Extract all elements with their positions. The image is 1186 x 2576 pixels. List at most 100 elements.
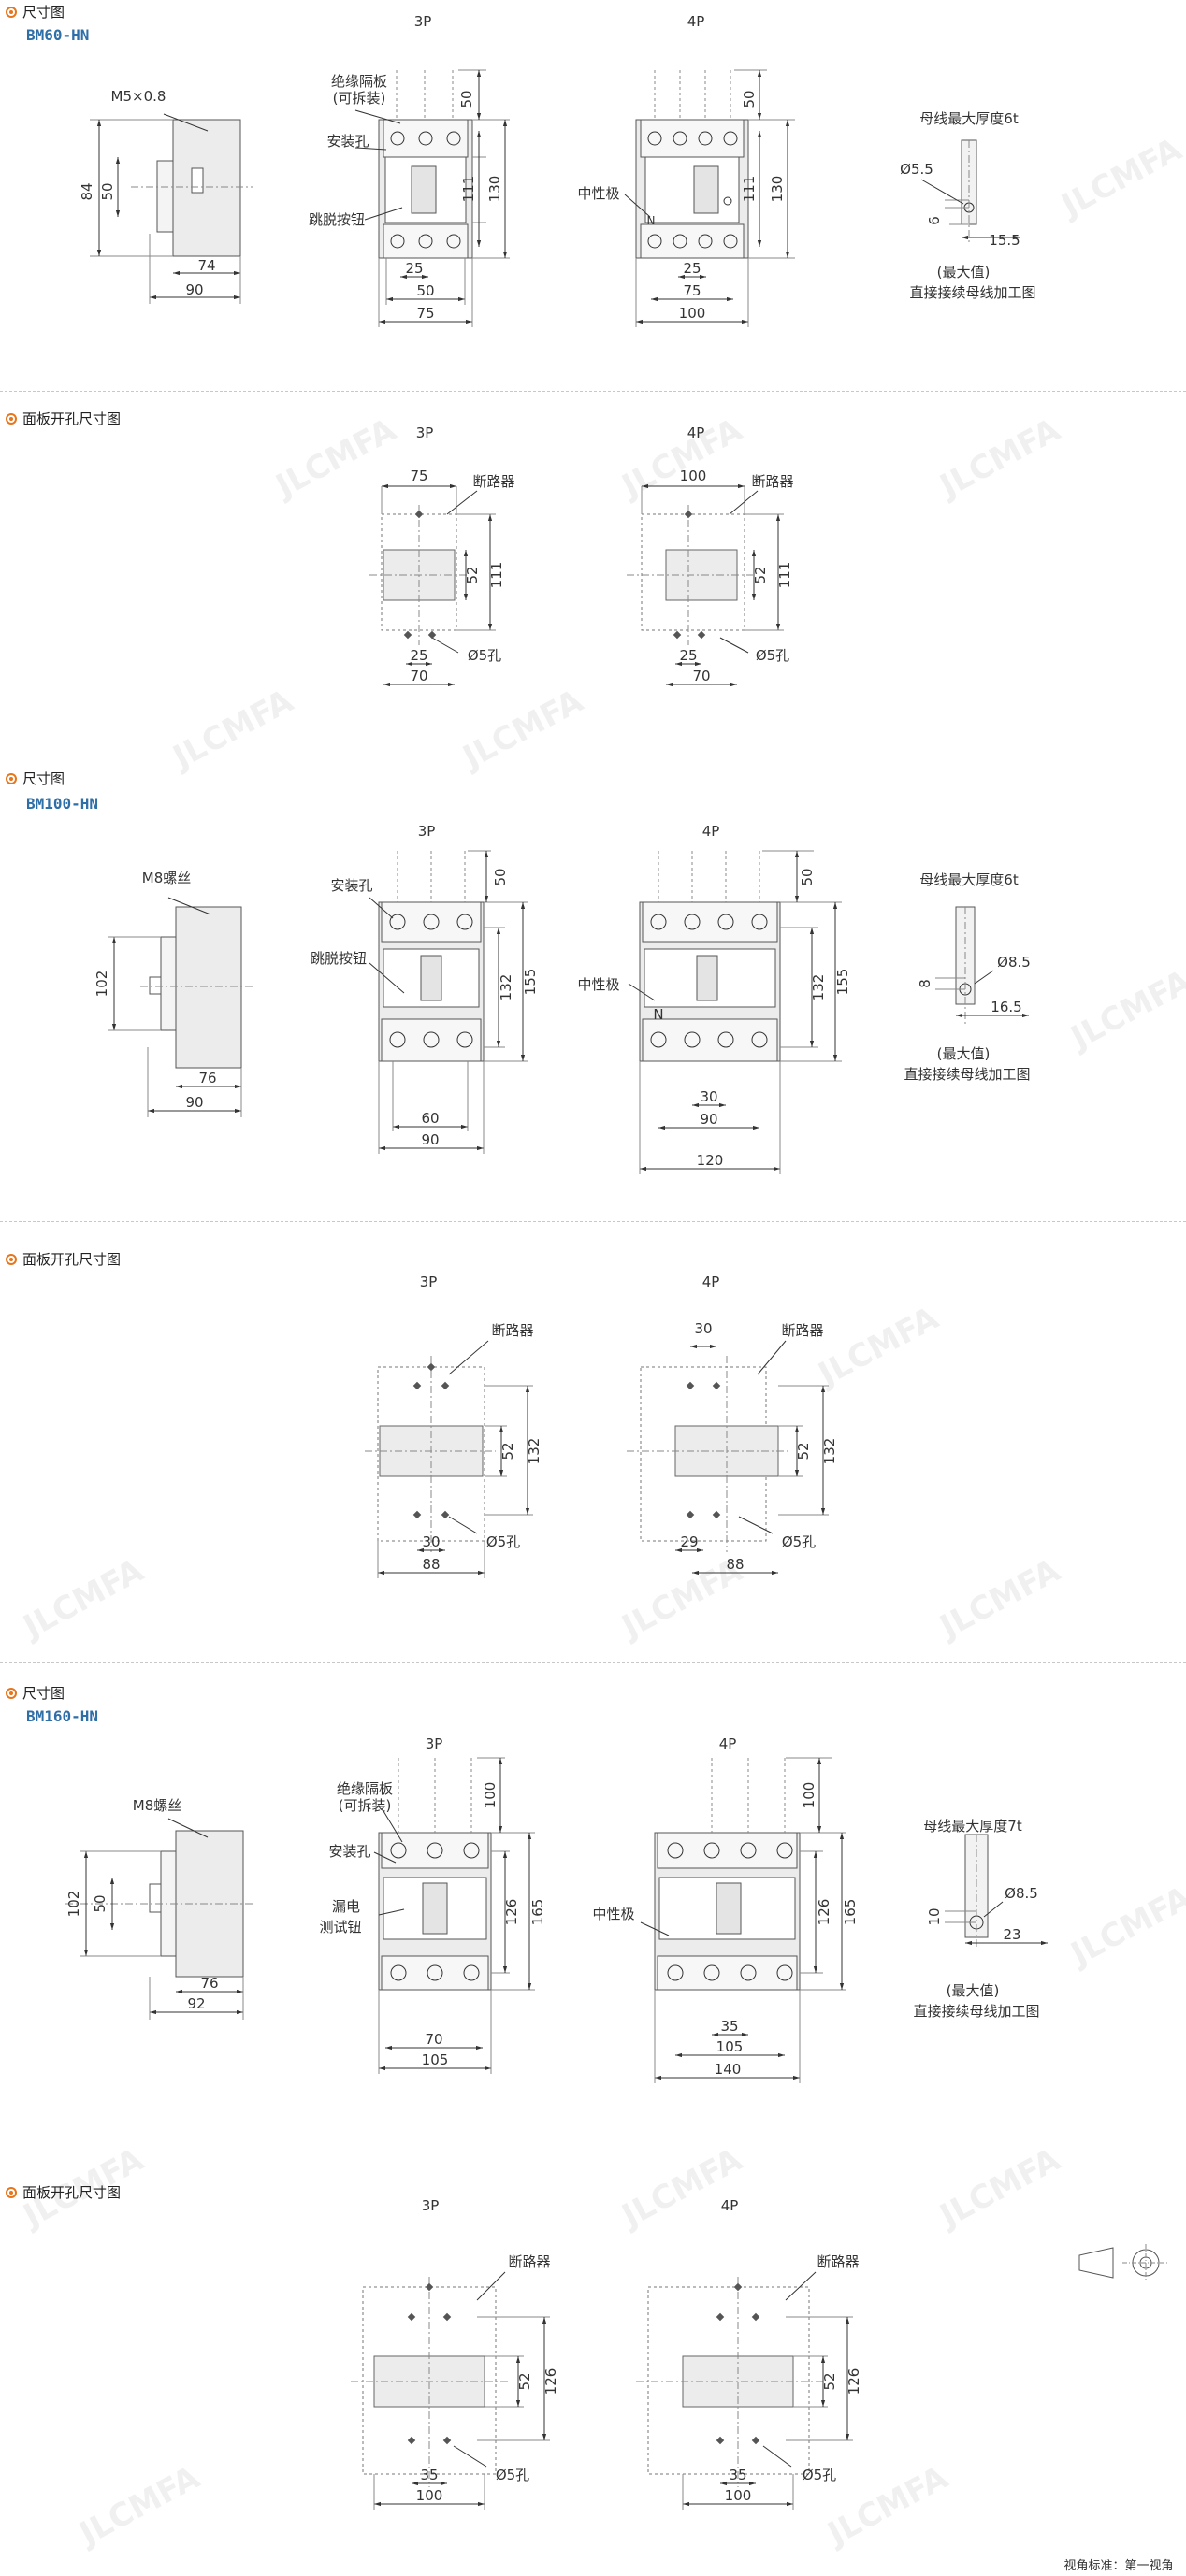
dim-height-155: 155 <box>522 969 539 996</box>
dim-width-92: 92 <box>187 1995 205 2012</box>
dim-height-102: 102 <box>65 1891 82 1918</box>
label-leakage: 漏电 <box>332 1898 360 1915</box>
dim-height-111: 111 <box>488 562 505 589</box>
dim-width-23: 23 <box>1003 1926 1020 1943</box>
dim-top-50: 50 <box>799 868 816 885</box>
label-3p: 3P <box>422 2197 440 2214</box>
dim-height-111: 111 <box>460 176 477 203</box>
dim-height-132: 132 <box>498 974 514 1001</box>
label-max-value: (最大值) <box>937 1045 991 1062</box>
label-neutral-pole: 中性极 <box>577 185 619 202</box>
dim-offset-29: 29 <box>680 1533 698 1550</box>
dim-pitch-35: 35 <box>720 2018 738 2035</box>
dim-width-74: 74 <box>197 257 215 274</box>
bm160-panel-cutout-drawings: 3P 4P 断路器 52 126 35 Ø5孔 100 断路器 52 126 3… <box>351 2197 1174 2573</box>
dim-top-100: 100 <box>482 1782 499 1809</box>
thread-spec: M5×0.8 <box>111 88 166 105</box>
label-3p: 3P <box>418 823 436 840</box>
label-breaker: 断路器 <box>781 1322 823 1339</box>
label-hole-5: Ø5孔 <box>468 647 501 664</box>
label-4p: 4P <box>687 425 705 441</box>
label-max-value: (最大值) <box>947 1982 1000 1999</box>
dim-height-84: 84 <box>79 182 95 200</box>
label-breaker: 断路器 <box>508 2253 550 2270</box>
dim-width-120: 120 <box>697 1152 724 1169</box>
dim-pitch-25: 25 <box>410 647 427 664</box>
dim-height-132: 132 <box>810 974 827 1001</box>
label-4p: 4P <box>721 2197 739 2214</box>
section-heading-panel-cutout-bm100: 面板开孔尺寸图 <box>6 1249 121 1269</box>
label-busbar-thickness: 母线最大厚度7t <box>923 1818 1022 1835</box>
dim-height-126: 126 <box>503 1899 520 1926</box>
label-busbar-process: 直接接续母线加工图 <box>913 2003 1039 2020</box>
bullet-icon <box>6 772 17 784</box>
label-mounting-hole: 安装孔 <box>326 133 369 150</box>
label-n: N <box>647 214 656 227</box>
dim-pitch-35: 35 <box>420 2467 438 2483</box>
label-neutral-pole: 中性极 <box>592 1906 634 1922</box>
label-neutral-pole: 中性极 <box>577 976 619 993</box>
dim-height-52: 52 <box>752 566 769 583</box>
section-heading-panel-cutout-bm60: 面板开孔尺寸图 <box>6 409 121 428</box>
dim-height-165: 165 <box>842 1899 859 1926</box>
model-label-bm100: BM100-HN <box>26 795 99 813</box>
label-breaker: 断路器 <box>472 473 514 490</box>
dim-width-90: 90 <box>185 1094 203 1111</box>
section-heading-dimensions-bm60: 尺寸图 <box>6 2 65 22</box>
dim-width-60: 60 <box>421 1110 439 1127</box>
dim-hole-5-5: Ø5.5 <box>900 161 933 178</box>
label-4p: 4P <box>719 1735 737 1752</box>
dim-width-105: 105 <box>716 2038 744 2055</box>
dim-pitch-25: 25 <box>405 260 423 277</box>
bm160-dimension-drawings: 3P 4P M8螺丝 102 50 76 92 绝缘隔板 (可拆装) 安装孔 漏… <box>65 1735 1048 2083</box>
dim-width-90: 90 <box>700 1111 717 1128</box>
section-heading-dimensions-bm100: 尺寸图 <box>6 769 65 788</box>
label-3p: 3P <box>420 1274 438 1290</box>
dim-pitch-25: 25 <box>683 260 701 277</box>
label-busbar-process: 直接接续母线加工图 <box>909 284 1035 301</box>
dim-width-90: 90 <box>185 281 203 298</box>
label-removable: (可拆装) <box>339 1797 392 1814</box>
dim-width-16-5: 16.5 <box>991 999 1021 1015</box>
bm60-panel-cutout-drawings: 3P 4P 75 断路器 52 111 25 Ø5孔 70 100 断路器 52… <box>369 425 794 687</box>
dim-height-132: 132 <box>526 1438 542 1465</box>
label-hole-5: Ø5孔 <box>496 2467 529 2483</box>
dim-width-50: 50 <box>416 282 434 299</box>
label-max-value: (最大值) <box>937 264 991 281</box>
dim-height-102: 102 <box>94 971 110 998</box>
bullet-icon <box>6 6 17 18</box>
dim-height-155: 155 <box>834 969 851 996</box>
bm60-dimension-drawings: 3P 4P M5×0.8 84 50 74 90 绝缘隔板 (可拆装) 安装孔 … <box>79 13 1036 327</box>
bm100-dimension-drawings: 3P 4P M8螺丝 102 76 90 安装孔 跳脱按钮 50 132 155… <box>94 823 1031 1174</box>
bullet-icon <box>6 2186 17 2198</box>
dim-height-130: 130 <box>486 176 503 203</box>
dim-width-90: 90 <box>421 1131 439 1148</box>
dim-width-75: 75 <box>683 282 701 299</box>
label-hole-5: Ø5孔 <box>756 647 789 664</box>
label-n: N <box>653 1006 663 1023</box>
dim-hole-8-5: Ø8.5 <box>997 954 1031 971</box>
divider <box>0 391 1186 392</box>
dim-height-52: 52 <box>821 2372 838 2390</box>
dim-width-70: 70 <box>425 2031 442 2048</box>
label-4p: 4P <box>702 1274 720 1290</box>
label-m8-screw: M8螺丝 <box>142 870 192 886</box>
dim-width-100: 100 <box>416 2487 443 2504</box>
label-3p: 3P <box>426 1735 443 1752</box>
dim-width-76: 76 <box>200 1975 218 1992</box>
label-insulation-board: 绝缘隔板 <box>331 73 387 90</box>
dim-height-132: 132 <box>821 1438 838 1465</box>
bm100-panel-cutout-drawings: 3P 4P 断路器 52 132 30 Ø5孔 88 30 断路器 52 132… <box>365 1274 838 1578</box>
label-breaker: 断路器 <box>491 1322 533 1339</box>
dim-height-52: 52 <box>499 1442 516 1460</box>
dim-top-50: 50 <box>741 90 758 108</box>
label-4p: 4P <box>687 13 705 30</box>
bullet-icon <box>6 412 17 425</box>
dim-width-105: 105 <box>422 2051 449 2068</box>
dim-width-70: 70 <box>692 668 710 684</box>
dim-pitch-30: 30 <box>694 1320 712 1337</box>
model-label-bm160: BM160-HN <box>26 1707 99 1725</box>
label-mounting-hole: 安装孔 <box>328 1843 370 1860</box>
divider <box>0 1662 1186 1663</box>
dim-height-126: 126 <box>542 2368 559 2396</box>
